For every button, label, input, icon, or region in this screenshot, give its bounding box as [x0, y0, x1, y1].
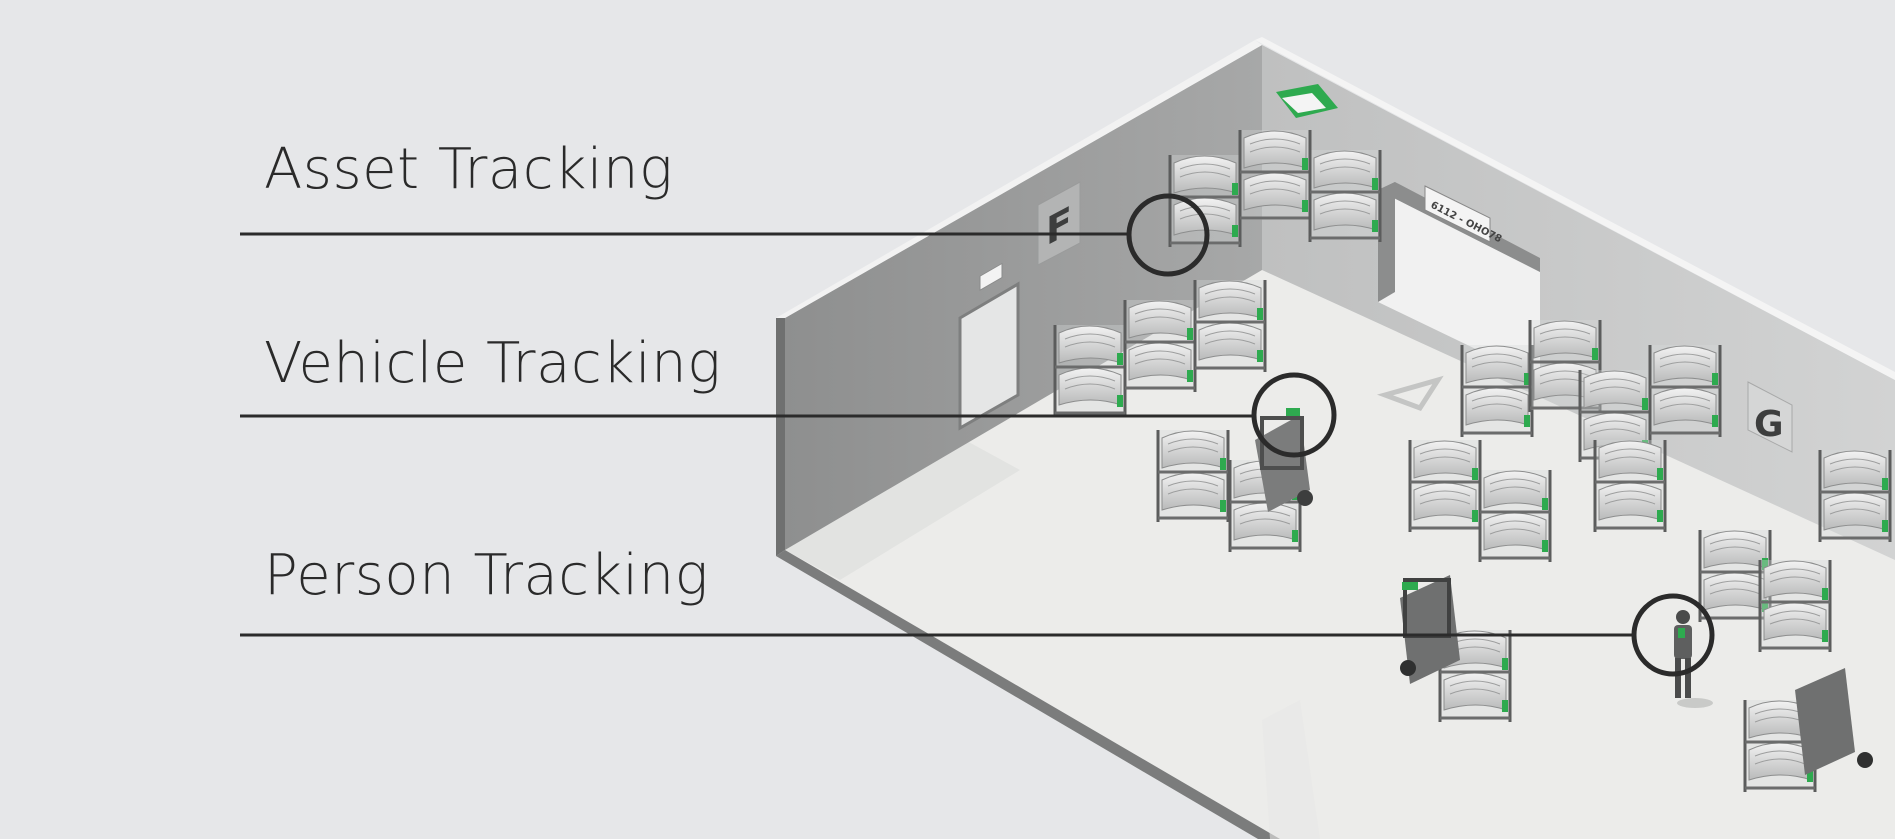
vehicle-tracking-label: Vehicle Tracking [264, 331, 722, 396]
asset-callout-circle [1126, 193, 1210, 277]
loading-dock-door: 6112 - OHO78 [1378, 182, 1540, 380]
side-door [958, 262, 1020, 431]
person-callout-circle [1631, 593, 1715, 677]
vehicle-callout-circle [1251, 372, 1337, 458]
asset-tracking-label: Asset Tracking [264, 137, 674, 202]
floor-cut-gradient [1262, 700, 1320, 839]
rack-right-10 [1758, 558, 1832, 654]
rack-asset-7 [1156, 428, 1230, 524]
left-wall-end [776, 318, 785, 556]
floor-shadow-left [785, 440, 1020, 580]
rack-right-7 [1593, 438, 1667, 534]
person-figure [1674, 610, 1713, 708]
zone-sign-g: G [1747, 381, 1793, 453]
zone-sign-g-letter: G [1754, 404, 1784, 445]
rack-asset-5 [1123, 298, 1197, 394]
left-wall-top [776, 40, 1262, 318]
rack-right-9 [1818, 448, 1892, 544]
floor-arrow-marking [1376, 375, 1444, 412]
person-tracking-label: Person Tracking [264, 543, 709, 608]
forklift-right-2 [1795, 668, 1873, 775]
rack-asset-6 [1193, 278, 1267, 374]
rack-right-5 [1408, 438, 1482, 534]
rack-right-1 [1460, 343, 1534, 439]
gateway-device-icon [1276, 84, 1338, 118]
rack-asset-3 [1308, 148, 1382, 244]
back-wall [1262, 45, 1895, 560]
left-wall [785, 45, 1262, 550]
back-wall-top [1255, 37, 1895, 380]
zone-sign-f: F [1037, 181, 1081, 266]
rack-asset-4 [1053, 323, 1127, 419]
rack-asset-2 [1238, 128, 1312, 224]
forklift-vehicle [1255, 408, 1313, 512]
rack-right-4 [1648, 343, 1722, 439]
rack-right-6 [1478, 468, 1552, 564]
front-slab-edge [776, 550, 1280, 839]
